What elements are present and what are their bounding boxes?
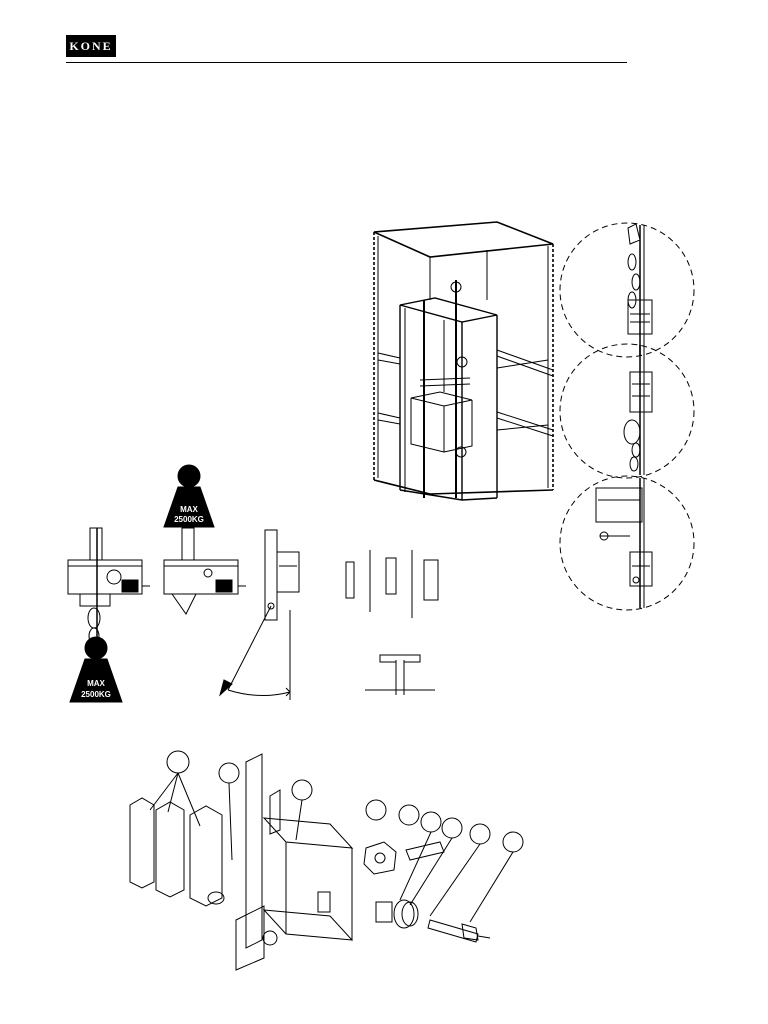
- shaft-isometric-view: [373, 221, 554, 501]
- guide-profile-views: [345, 550, 439, 695]
- weight-top-line2: 2500KG: [174, 515, 204, 524]
- detail-circle-bottom: [559, 475, 695, 611]
- weight-bottom-line2: 2500KG: [81, 690, 111, 699]
- exploded-assembly: [129, 750, 524, 971]
- kone-logo: KONE: [66, 35, 116, 57]
- weight-bottom: MAX 2500KG: [69, 636, 123, 703]
- weight-top: MAX 2500KG: [163, 464, 215, 528]
- logo-text: KONE: [69, 38, 113, 53]
- detail-circle-middle: [559, 343, 695, 479]
- weight-top-line1: MAX: [180, 505, 198, 514]
- fixture-view-1: [67, 527, 150, 645]
- detail-circle-top: [559, 222, 695, 358]
- weight-bottom-line1: MAX: [87, 679, 105, 688]
- fixture-view-3: [219, 529, 300, 700]
- fixture-view-2: [163, 527, 246, 615]
- header-rule: [66, 62, 627, 63]
